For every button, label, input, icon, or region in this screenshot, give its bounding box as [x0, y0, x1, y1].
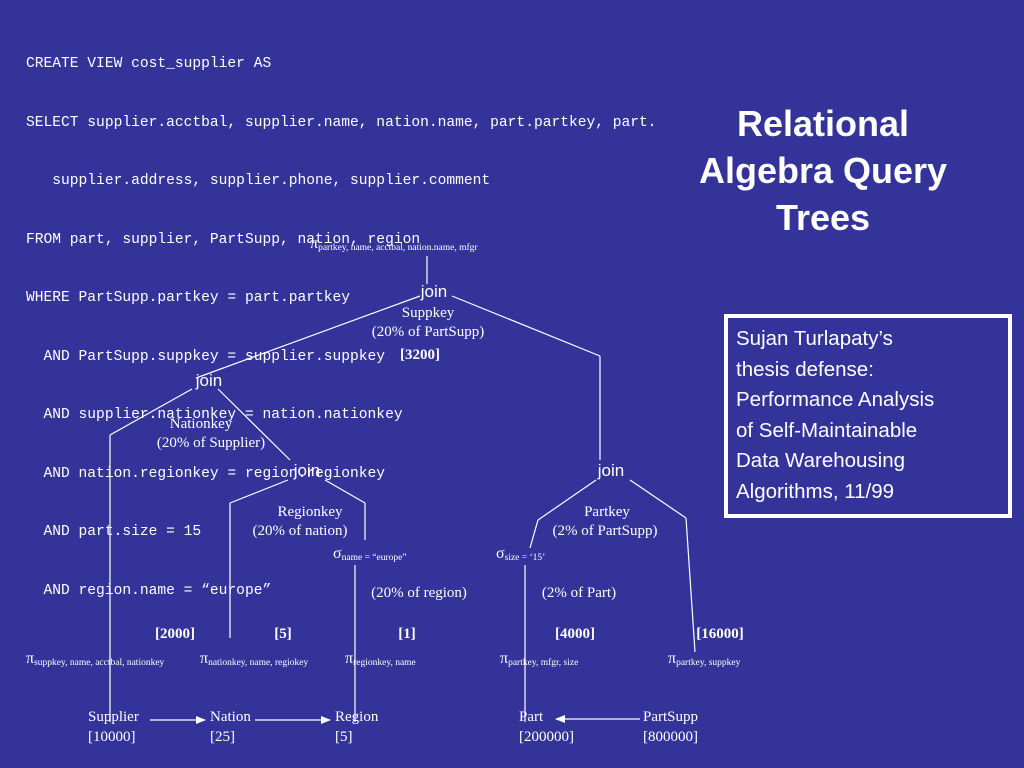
count-part-branch: [4000] — [555, 626, 595, 642]
table-rows: [10000] — [88, 729, 136, 745]
projection-part-attrs: partkey, mfgr, size — [508, 657, 578, 668]
info-line: Algorithms, 11/99 — [736, 479, 895, 503]
edge-mid-join-right — [324, 479, 366, 504]
right-join-label: join — [597, 461, 624, 480]
select-part-selectivity: (2% of Part) — [542, 585, 616, 601]
table-rows: [200000] — [519, 729, 574, 745]
select-region-selectivity: (20% of region) — [371, 585, 467, 601]
edge-partsupp-vert — [685, 517, 696, 653]
right-join-selectivity: (2% of PartSupp) — [553, 523, 658, 539]
edge-top-join-left — [195, 295, 421, 379]
projection-supplier: πsuppkey, name, acctbal, nationkey — [26, 650, 165, 668]
select-region: σname = “europe” — [333, 545, 407, 563]
table-name: Region — [335, 709, 379, 725]
count-region-branch: [1] — [398, 626, 416, 642]
left-join-selectivity: (20% of Supplier) — [157, 435, 265, 451]
sigma-symbol: σ — [496, 545, 505, 562]
projection-supplier-attrs: suppkey, name, acctbal, nationkey — [34, 658, 164, 668]
edge-right-join-left — [537, 479, 597, 521]
projection-partsupp: πpartkey, suppkey — [668, 650, 741, 668]
sql-line: CREATE VIEW cost_supplier AS — [26, 56, 272, 72]
mid-join-selectivity: (20% of nation) — [253, 523, 348, 539]
pi-symbol: π — [26, 650, 34, 667]
mid-join-key: Regionkey — [278, 504, 343, 520]
sql-line: AND part.size = 15 — [26, 524, 202, 540]
pi-symbol: π — [200, 650, 208, 667]
mid-join-label: join — [293, 461, 320, 480]
pi-symbol: π — [310, 235, 318, 252]
select-region-condition: name = “europe” — [342, 553, 407, 563]
select-part: σsize = ‘15’ — [496, 545, 545, 563]
table-name: Part — [519, 709, 544, 725]
pi-symbol: π — [668, 650, 676, 667]
slide-title: Relational Algebra Query Trees — [668, 100, 978, 241]
title-line: Relational — [736, 103, 910, 144]
pi-symbol: π — [345, 650, 353, 667]
info-line: Performance Analysis — [736, 388, 935, 411]
sql-line: AND supplier.nationkey = nation.nationke… — [26, 407, 403, 423]
count-partsupp-branch: [16000] — [696, 626, 744, 642]
info-line: of Self-Maintainable — [736, 418, 918, 442]
info-line: Sujan Turlapaty’s — [736, 327, 893, 350]
left-join-label: join — [195, 371, 222, 390]
sql-line: FROM part, supplier, PartSupp, nation, r… — [26, 231, 421, 248]
edge-left-join-left — [109, 388, 193, 436]
table-name: Supplier — [88, 709, 139, 725]
left-join-key: Nationkey — [170, 416, 233, 432]
sql-view-definition: CREATE VIEW cost_supplier AS SELECT supp… — [26, 16, 657, 640]
edge-left-join-right — [217, 388, 291, 461]
select-part-condition: size = ‘15’ — [505, 553, 546, 563]
sql-line: WHERE PartSupp.partkey = part.partkey — [26, 290, 351, 306]
sql-line: SELECT supplier.acctbal, supplier.name, … — [26, 114, 657, 131]
table-nation: Nation [25] — [210, 709, 251, 745]
info-line: thesis defense: — [736, 357, 874, 381]
edge-mid-join-left — [229, 479, 289, 504]
projection-nation-attrs: nationkey, name, regiokey — [208, 658, 308, 668]
sql-line: AND nation.regionkey = region.regionkey — [26, 465, 386, 482]
table-supplier: Supplier [10000] — [88, 709, 139, 745]
projection-part: πpartkey, mfgr, size — [500, 650, 578, 668]
thesis-info-box: Sujan Turlapaty’s thesis defense: Perfor… — [724, 314, 1012, 518]
sql-line: AND region.name = “europe” — [26, 582, 272, 599]
title-line: Algebra Query — [698, 150, 948, 191]
title-line: Trees — [775, 197, 871, 238]
table-rows: [5] — [335, 729, 353, 745]
projection-region: πregionkey, name — [345, 650, 416, 668]
root-projection: πpartkey, name, acctbal, nation.name, mf… — [310, 235, 478, 253]
sql-line: supplier.address, supplier.phone, suppli… — [26, 173, 491, 189]
edge-right-join-right — [629, 479, 687, 519]
root-projection-attrs: partkey, name, acctbal, nation.name, mfg… — [318, 242, 478, 253]
table-partsupp: PartSupp [800000] — [643, 709, 698, 745]
table-part: Part [200000] — [519, 709, 574, 745]
table-rows: [25] — [210, 729, 235, 745]
info-line: Data Warehousing — [736, 449, 906, 472]
sigma-symbol: σ — [333, 545, 342, 562]
count-nation-branch: [5] — [274, 626, 292, 642]
top-join-selectivity: (20% of PartSupp) — [372, 324, 485, 340]
top-join-label: join — [420, 282, 447, 301]
table-rows: [800000] — [643, 729, 698, 745]
top-join-key: Suppkey — [402, 305, 455, 321]
table-region: Region [5] — [335, 709, 379, 745]
edge-right-join-left-down — [529, 519, 539, 549]
pi-symbol: π — [500, 650, 508, 667]
top-join-count: [3200] — [400, 347, 440, 363]
projection-nation: πnationkey, name, regiokey — [200, 650, 308, 668]
projection-region-attrs: regionkey, name — [353, 658, 416, 668]
count-supplier-branch: [2000] — [155, 626, 195, 642]
right-join-key: Partkey — [584, 504, 630, 520]
table-name: PartSupp — [643, 709, 698, 725]
projection-partsupp-attrs: partkey, suppkey — [676, 658, 741, 668]
sql-line: AND PartSupp.suppkey = supplier.suppkey — [26, 348, 386, 365]
table-name: Nation — [210, 709, 251, 725]
tree-edges — [109, 256, 696, 724]
edge-top-join-right-diag — [451, 295, 601, 357]
